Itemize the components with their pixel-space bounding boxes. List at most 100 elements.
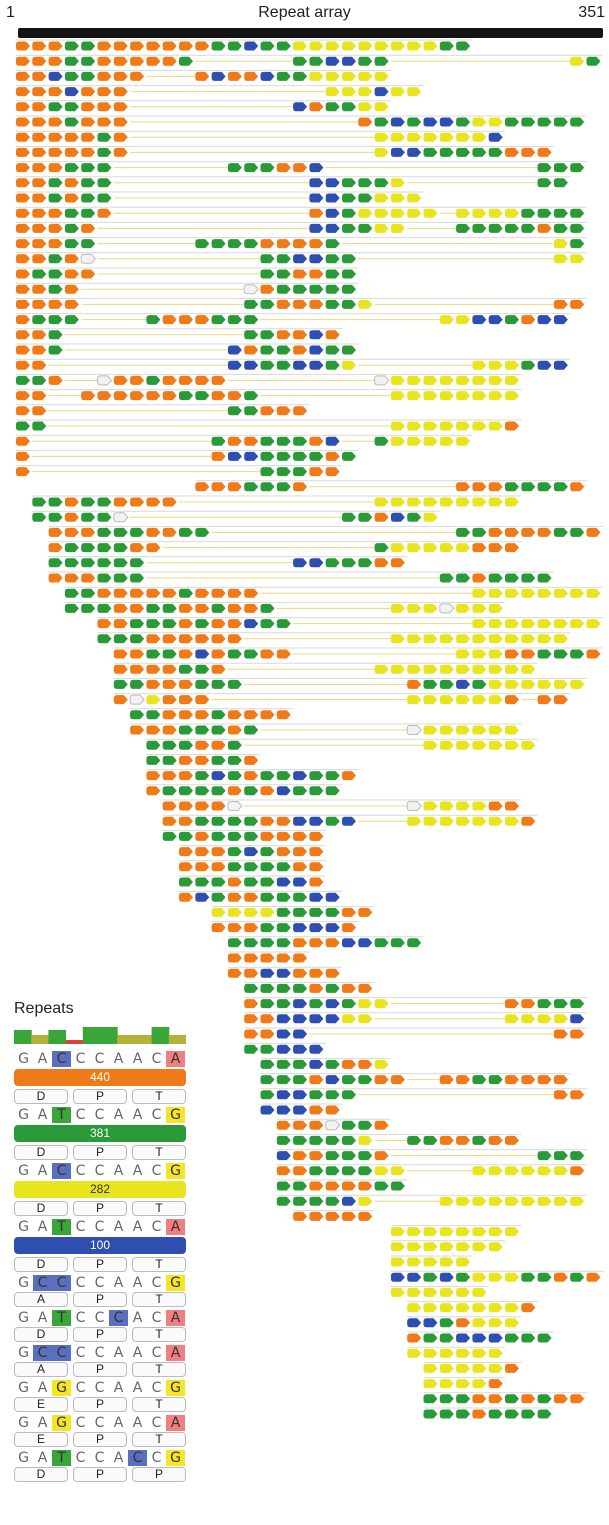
repeat-unit (195, 527, 210, 537)
repeat-unit (130, 558, 145, 568)
repeat-unit (309, 1044, 324, 1054)
repeat-unit (488, 1318, 503, 1328)
repeat-unit (260, 406, 275, 416)
amino-acid: T (132, 1362, 186, 1377)
repeat-unit (325, 87, 340, 97)
repeat-unit (407, 1303, 422, 1313)
repeat-unit (81, 573, 96, 583)
repeat-unit (16, 87, 30, 97)
repeat-unit (521, 588, 536, 598)
amino-acid: D (14, 1257, 68, 1272)
nucleotide: T (52, 1310, 71, 1326)
repeat-unit (293, 269, 308, 279)
repeat-unit (325, 330, 340, 340)
repeat-unit (358, 1014, 373, 1024)
repeat-unit (244, 588, 259, 598)
nucleotide: A (166, 1051, 185, 1067)
repeat-unit (227, 588, 242, 598)
repeat-unit (244, 299, 259, 309)
repeat-unit (244, 983, 259, 993)
repeat-unit (211, 831, 226, 841)
repeat-unit (586, 649, 601, 659)
repeat-unit (374, 71, 389, 81)
repeat-unit (97, 163, 112, 173)
repeat-unit (260, 907, 275, 917)
repeat-unit (244, 1044, 259, 1054)
repeat-unit (293, 923, 308, 933)
repeat-unit (130, 588, 145, 598)
repeat-unit (32, 254, 47, 264)
repeat-unit (342, 1059, 356, 1069)
repeat-unit (325, 786, 340, 796)
repeat-unit (325, 269, 340, 279)
repeat-unit (211, 892, 226, 902)
repeat-unit (227, 907, 242, 917)
repeat-unit (227, 634, 242, 644)
amino-acid: P (132, 1467, 186, 1482)
amino-acid: P (73, 1467, 127, 1482)
repeat-unit (130, 497, 145, 507)
repeat-unit (325, 284, 340, 294)
repeat-unit (423, 1303, 438, 1313)
repeat-unit (130, 679, 145, 689)
repeat-unit (48, 223, 63, 233)
repeat-unit (374, 1120, 389, 1130)
repeat-unit (244, 71, 259, 81)
repeat-unit (358, 1151, 373, 1161)
repeat-unit (64, 573, 79, 583)
repeat-unit (276, 41, 291, 51)
repeat-unit (113, 558, 128, 568)
repeat-unit (570, 1166, 585, 1176)
repeat-unit (342, 193, 356, 203)
repeat-unit (260, 163, 275, 173)
repeat-unit (227, 436, 242, 446)
repeat-unit (325, 907, 340, 917)
repeat-unit (32, 71, 47, 81)
nucleotide: C (151, 1219, 162, 1235)
repeat-unit (456, 1394, 471, 1404)
repeat-unit (162, 801, 177, 811)
repeat-unit (195, 391, 210, 401)
nucleotide: G (166, 1450, 185, 1466)
repeat-unit (81, 147, 96, 157)
repeat-unit (16, 360, 30, 370)
repeat-unit (537, 117, 552, 127)
repeat-unit (342, 771, 356, 781)
nucleotide: A (37, 1051, 48, 1067)
repeat-unit (162, 603, 177, 613)
repeat-unit (227, 816, 242, 826)
repeat-unit (342, 999, 356, 1009)
repeat-unit (309, 1166, 324, 1176)
amino-acid: P (73, 1432, 127, 1447)
repeat-unit (570, 299, 585, 309)
repeat-unit (439, 315, 454, 325)
repeat-unit (276, 847, 291, 857)
repeat-unit (505, 482, 519, 492)
repeat-unit (179, 862, 193, 872)
repeat-unit (293, 406, 308, 416)
repeat-unit (521, 117, 536, 127)
repeat-unit (179, 619, 193, 629)
repeat-unit (244, 391, 259, 401)
repeat-unit (32, 406, 47, 416)
repeat-unit (325, 968, 340, 978)
repeat-unit (260, 71, 275, 81)
repeat-unit (227, 315, 242, 325)
repeat-unit (227, 862, 242, 872)
repeat-unit (276, 71, 291, 81)
repeat-unit (309, 467, 324, 477)
repeat-unit (260, 771, 275, 781)
repeat-unit (439, 679, 454, 689)
repeat-unit (521, 679, 536, 689)
repeat-unit (456, 1196, 471, 1206)
repeat-unit (293, 892, 308, 902)
repeat-unit (423, 740, 438, 750)
repeat-unit (97, 375, 113, 386)
amino-acid: T (132, 1201, 186, 1216)
array-header: 1 Repeat array 351 (0, 0, 609, 26)
repeat-unit (553, 1090, 568, 1100)
repeat-unit (32, 56, 47, 66)
repeat-unit (195, 619, 210, 629)
